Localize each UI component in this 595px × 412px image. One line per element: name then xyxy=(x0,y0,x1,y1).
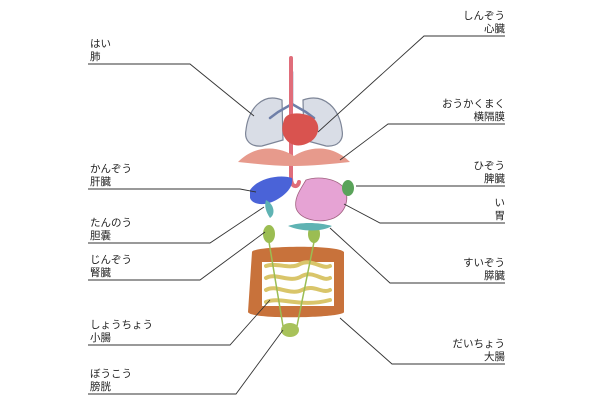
label-pancreas-kanji: 膵臓 xyxy=(484,270,505,282)
label-large-intestine-kanji: 大腸 xyxy=(484,351,505,363)
left-kidney xyxy=(263,225,275,243)
label-bladder: ぼうこう 膀胱 xyxy=(90,368,132,394)
small-intestine xyxy=(264,260,332,305)
label-large-intestine: だいちょう 大腸 xyxy=(453,338,506,364)
label-lungs: はい 肺 xyxy=(90,38,111,64)
label-bladder-reading: ぼうこう xyxy=(90,368,132,380)
label-stomach: い 胃 xyxy=(495,197,506,223)
label-lungs-kanji: 肺 xyxy=(90,51,101,63)
label-stomach-reading: い xyxy=(494,197,506,209)
label-liver: かんぞう 肝臓 xyxy=(90,163,132,189)
label-stomach-kanji: 胃 xyxy=(494,210,506,222)
label-large-intestine-reading: だいちょう xyxy=(452,338,506,350)
large-intestine xyxy=(248,246,344,318)
label-heart: しんぞう 心臓 xyxy=(463,10,505,36)
label-spleen-kanji: 脾臓 xyxy=(484,173,505,185)
stomach xyxy=(295,177,348,222)
label-kidney-kanji: 腎臓 xyxy=(90,267,111,279)
label-small-intestine: しょうちょう 小腸 xyxy=(90,319,153,345)
diaphragm xyxy=(238,148,350,166)
spleen xyxy=(342,180,354,196)
label-small-intestine-kanji: 小腸 xyxy=(90,332,111,344)
label-diaphragm: おうかくまく 横隔膜 xyxy=(442,98,505,124)
label-small-intestine-reading: しょうちょう xyxy=(90,319,153,331)
label-kidney-reading: じんぞう xyxy=(90,254,132,266)
label-liver-kanji: 肝臓 xyxy=(90,176,111,188)
bladder xyxy=(281,323,299,337)
leader-lines xyxy=(88,35,505,395)
label-spleen-reading: ひぞう xyxy=(473,160,506,172)
label-heart-kanji: 心臓 xyxy=(484,23,505,35)
label-spleen: ひぞう 脾臓 xyxy=(474,160,506,186)
label-gallbladder-kanji: 胆嚢 xyxy=(90,230,111,242)
left-lung xyxy=(245,97,284,147)
pancreas xyxy=(288,223,332,231)
label-gallbladder: たんのう 胆嚢 xyxy=(90,217,132,243)
label-heart-reading: しんぞう xyxy=(463,10,505,22)
ureters xyxy=(268,241,315,327)
label-liver-reading: かんぞう xyxy=(90,163,132,175)
label-pancreas-reading: すいぞう xyxy=(463,257,505,269)
gallbladder xyxy=(265,200,274,218)
liver xyxy=(250,176,293,205)
heart xyxy=(282,113,319,146)
label-pancreas: すいぞう 膵臓 xyxy=(463,257,505,283)
label-bladder-kanji: 膀胱 xyxy=(90,381,111,393)
label-diaphragm-kanji: 横隔膜 xyxy=(473,111,506,123)
label-lungs-reading: はい xyxy=(90,38,111,50)
label-gallbladder-reading: たんのう xyxy=(90,217,132,229)
label-diaphragm-reading: おうかくまく xyxy=(442,98,505,110)
label-kidney: じんぞう 腎臓 xyxy=(90,254,132,280)
